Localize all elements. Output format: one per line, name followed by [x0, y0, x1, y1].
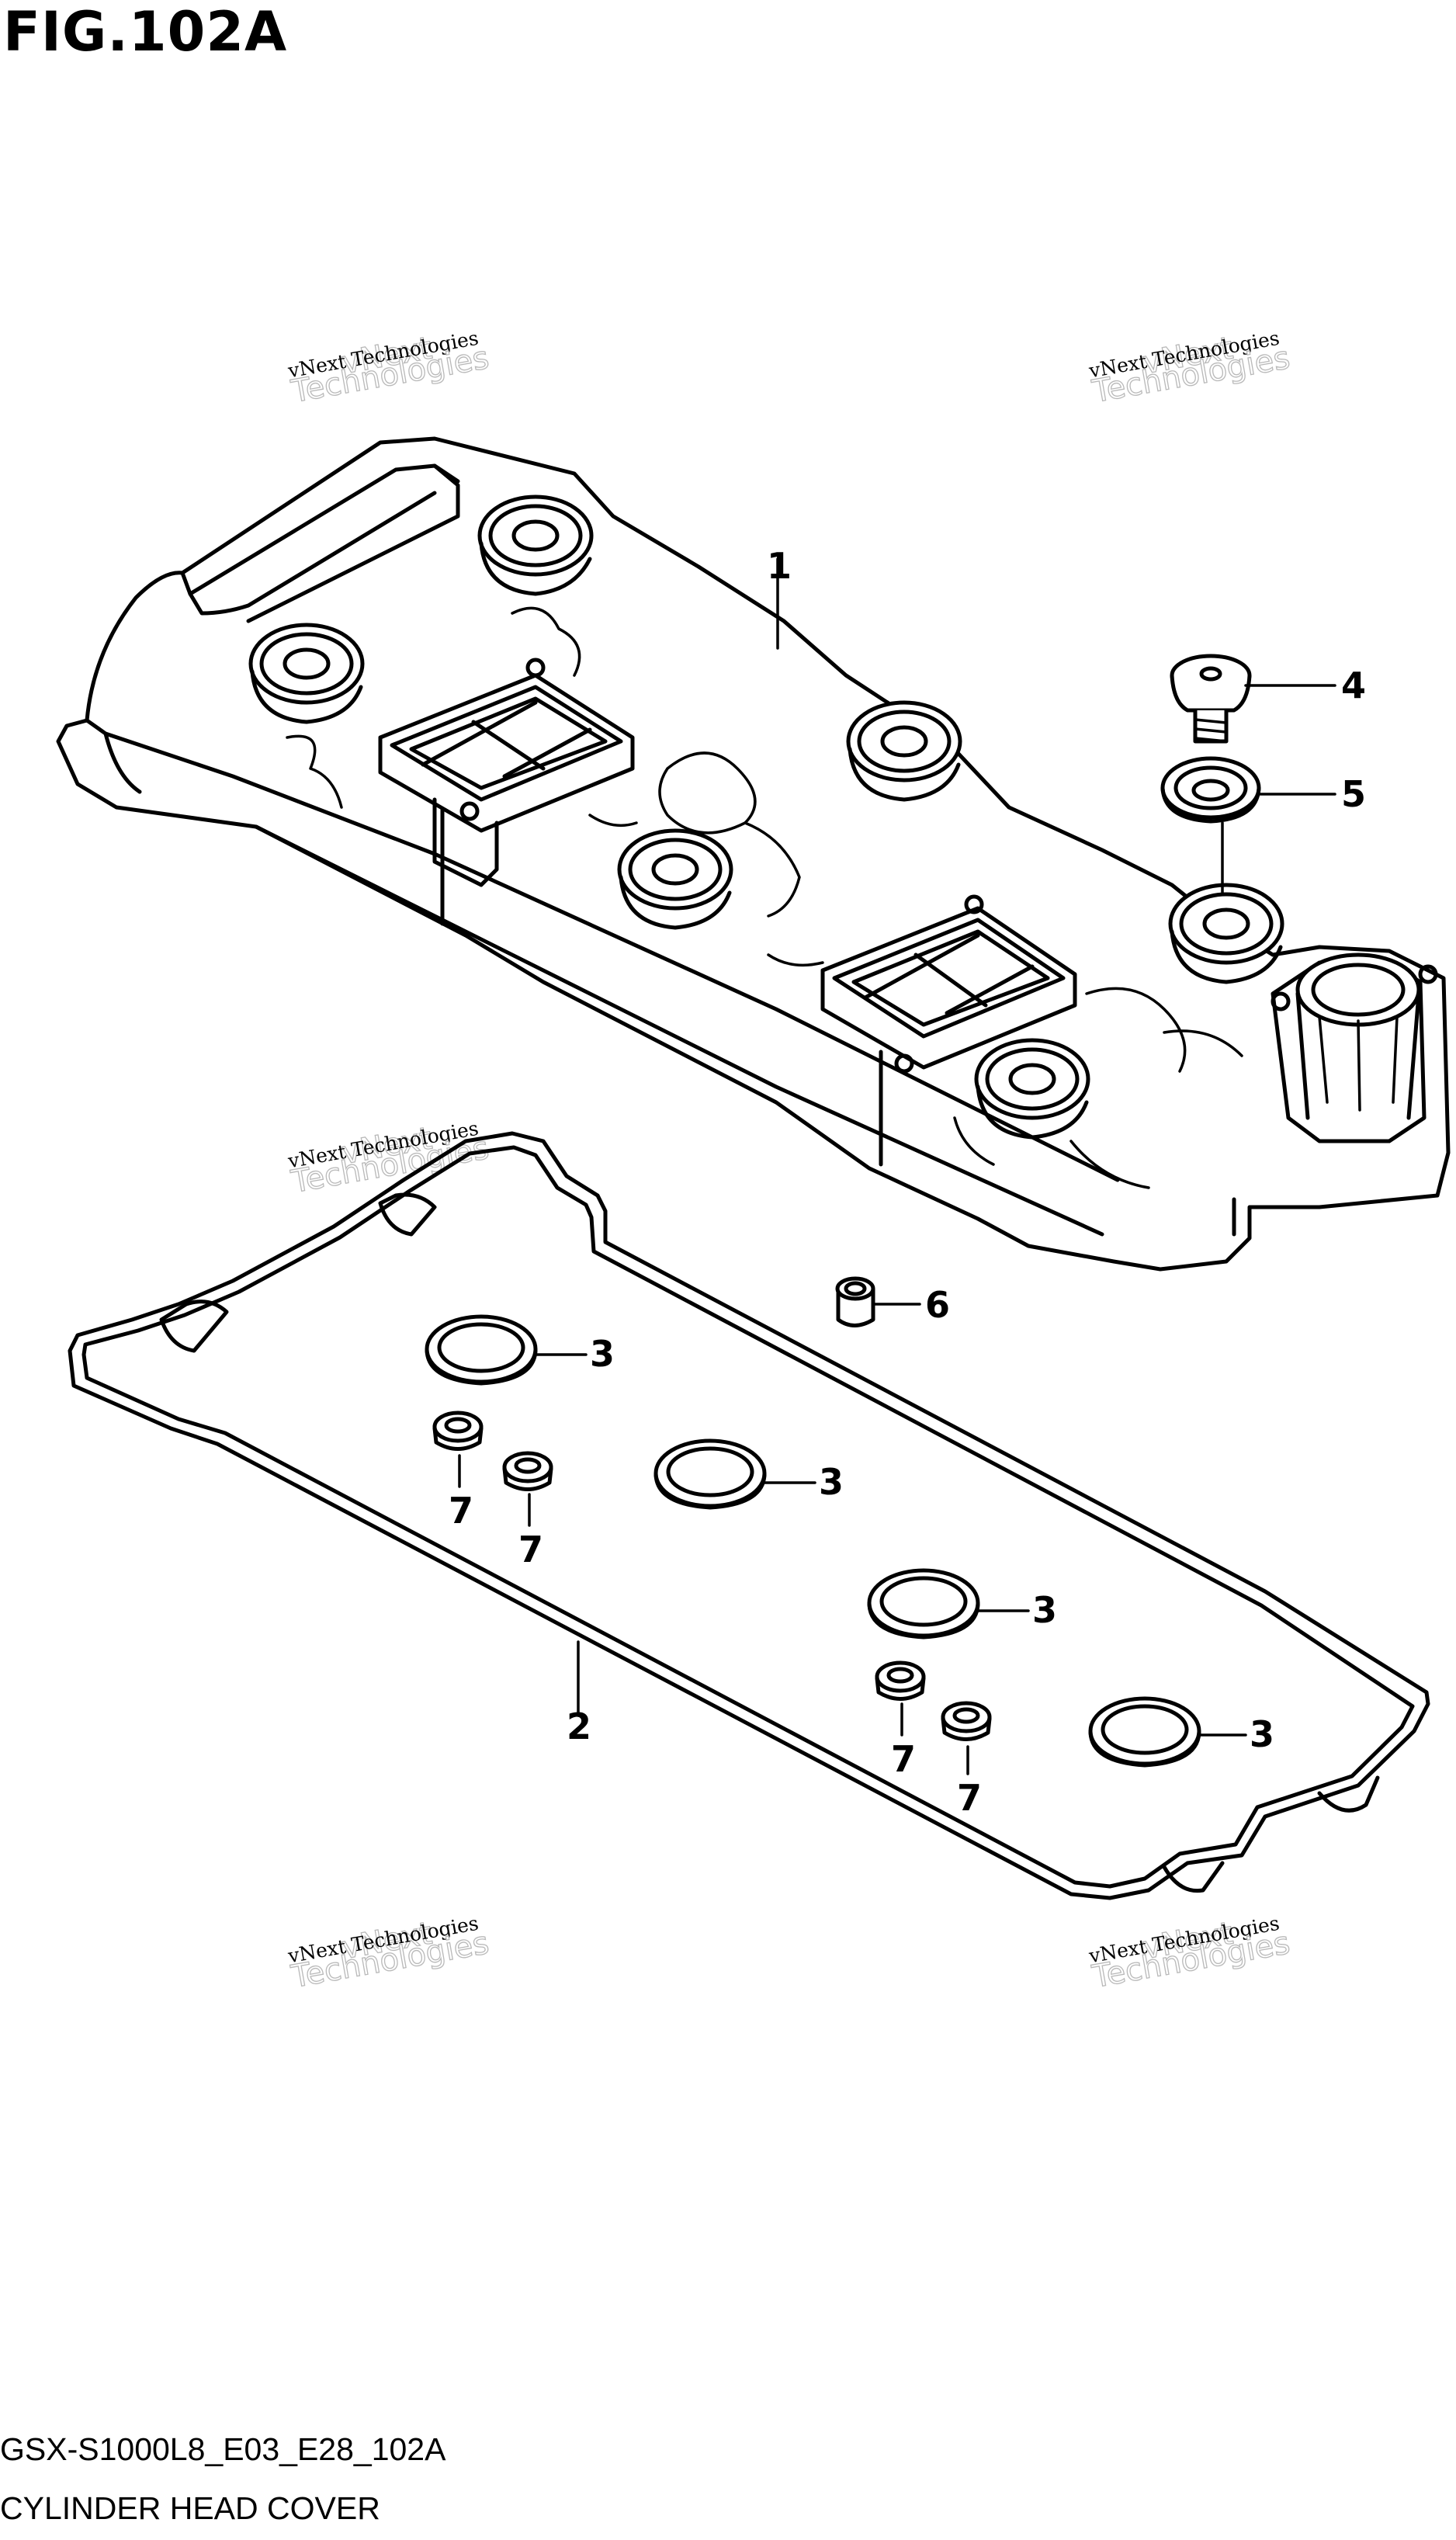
callout-7-c: 7	[891, 1738, 916, 1780]
dowel-pin-part	[835, 1276, 875, 1327]
callout-6: 6	[925, 1284, 950, 1326]
callout-4: 4	[1341, 664, 1366, 706]
callout-3-b: 3	[819, 1461, 844, 1503]
figure-caption: CYLINDER HEAD COVER	[0, 2490, 380, 2526]
plug-boss-4	[617, 828, 733, 930]
small-seal-b	[502, 1451, 553, 1491]
callout-7-a: 7	[449, 1490, 473, 1532]
plug-boss-2	[248, 623, 365, 724]
reed-valve-box-2	[820, 894, 1077, 1074]
callout-3-c: 3	[1032, 1589, 1057, 1631]
figure-title: FIG.102A	[3, 0, 288, 64]
grommet-part	[1160, 756, 1261, 824]
plug-boss-6	[974, 1038, 1090, 1140]
small-seal-d	[941, 1701, 992, 1741]
plug-seal-ring-a	[425, 1314, 538, 1386]
small-seal-a	[432, 1411, 484, 1451]
plug-seal-ring-b	[653, 1438, 767, 1510]
callout-2: 2	[567, 1705, 591, 1747]
callout-3-d: 3	[1250, 1713, 1274, 1755]
plug-boss-1	[477, 494, 594, 596]
callout-3-a: 3	[590, 1333, 615, 1375]
cover-gasket	[68, 1131, 1430, 1900]
plug-seal-ring-c	[867, 1568, 980, 1640]
plug-boss-5	[1168, 883, 1284, 984]
small-seal-c	[875, 1660, 926, 1701]
reed-valve-box-1	[378, 658, 635, 887]
callout-7-d: 7	[957, 1777, 982, 1819]
callout-7-b: 7	[518, 1529, 543, 1570]
bolt-part	[1170, 654, 1252, 744]
plug-seal-ring-d	[1088, 1696, 1201, 1768]
figure-code: GSX-S1000L8_E03_E28_102A	[0, 2431, 446, 2467]
cylinder-head-cover	[56, 436, 1451, 1272]
callout-5: 5	[1341, 773, 1366, 815]
breather-outlet	[1271, 952, 1438, 1143]
callout-leaders	[458, 557, 1336, 1775]
callout-1: 1	[767, 545, 792, 587]
plug-boss-3	[846, 700, 962, 802]
